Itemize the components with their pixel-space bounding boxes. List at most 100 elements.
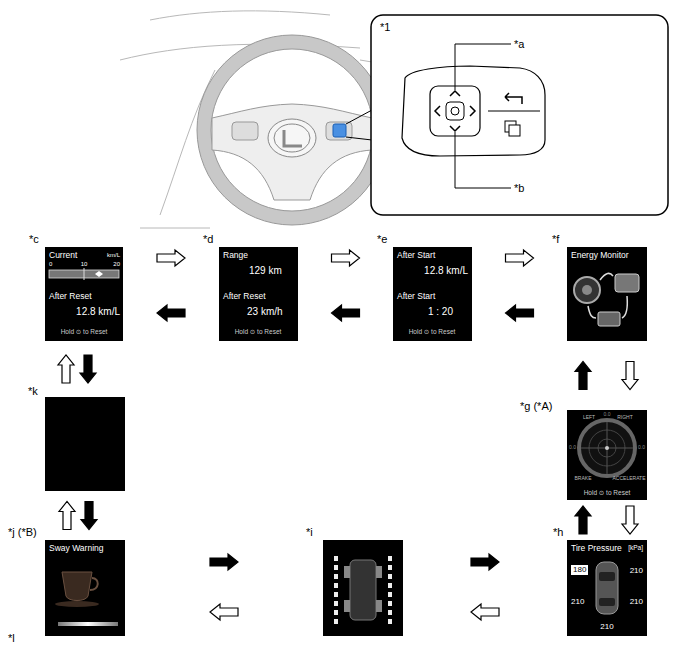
display-screen: *j (*B)Sway Warning xyxy=(45,540,125,636)
screen-text: 0.0 xyxy=(604,412,611,417)
callout-number: *k xyxy=(28,386,38,397)
light-bar xyxy=(388,583,392,588)
screen-text: 129 km xyxy=(249,266,282,276)
block-arrow xyxy=(575,506,591,534)
illustration-part xyxy=(346,137,372,140)
block-arrow xyxy=(332,305,360,321)
inset-frame xyxy=(371,15,668,215)
block-arrow xyxy=(332,250,360,266)
display-screen: *k xyxy=(45,397,125,491)
illustration-part xyxy=(588,306,596,318)
callout-number: *g (*A) xyxy=(520,401,552,412)
illustration-part xyxy=(615,274,639,292)
screen-text: Energy Monitor xyxy=(571,251,629,260)
callout-number: *f xyxy=(552,234,559,245)
screen-text: BRAKE xyxy=(575,476,592,481)
callout-number: *b xyxy=(514,183,524,194)
screen-text: 23 km/h xyxy=(247,307,283,317)
illustration-part xyxy=(376,566,382,578)
block-arrow xyxy=(575,362,591,390)
screen-text: Hold ⊙ to Reset xyxy=(235,329,282,336)
illustration-part xyxy=(232,122,258,140)
illustration-part xyxy=(58,622,118,626)
illustration-part xyxy=(393,247,472,341)
illustration-part xyxy=(55,601,99,607)
screen-ground xyxy=(45,247,647,636)
light-bar xyxy=(334,610,338,615)
illustration-part xyxy=(599,598,615,606)
illustration-part xyxy=(509,125,520,136)
illustration-part xyxy=(600,273,613,280)
illustration-part xyxy=(344,566,350,578)
screen-text: After Reset xyxy=(223,292,266,301)
illustration-part xyxy=(62,572,92,601)
illustration-part xyxy=(344,600,350,612)
g-force-gauge xyxy=(579,420,635,476)
screen-text: 210 xyxy=(630,567,643,575)
illustration-part xyxy=(505,93,522,104)
screen-text: Tire Pressure xyxy=(571,544,622,553)
screen-text: 20 xyxy=(113,261,120,267)
illustration-part xyxy=(219,247,298,341)
leader-line xyxy=(455,44,511,188)
steering-switch xyxy=(402,66,545,156)
illustration-part xyxy=(622,296,627,318)
callout-number: *a xyxy=(514,39,524,50)
screen-text: 210 xyxy=(630,598,643,606)
block-arrow xyxy=(157,305,185,321)
screen-text: 12.8 km/L xyxy=(424,266,468,276)
screen-text: 12.8 km/L xyxy=(76,307,120,317)
illustration-part xyxy=(346,110,372,124)
illustration-part xyxy=(579,420,635,476)
screen-text: 0.0 xyxy=(638,445,645,450)
illustration-part xyxy=(197,35,387,225)
screen-text: Hold ⊙ to Reset xyxy=(409,329,456,336)
illustration-part xyxy=(45,247,123,341)
display-screen: *hTire Pressure[kPa]180210210210210 xyxy=(567,540,647,636)
display-screen: *fEnergy Monitor xyxy=(567,247,647,341)
illustration-part xyxy=(402,66,545,156)
illustration-part xyxy=(211,49,373,211)
light-bar xyxy=(388,619,392,624)
screen-text: [kPa] xyxy=(628,545,643,552)
illustration-part xyxy=(451,107,459,115)
illustration-part xyxy=(598,312,620,326)
illustration-part xyxy=(430,86,480,136)
block-arrow xyxy=(210,604,238,620)
illustration-part xyxy=(599,572,615,581)
callout-number: *i xyxy=(306,527,313,538)
screen-text: Range xyxy=(223,251,248,260)
callout-number: *l xyxy=(8,633,15,644)
light-bar xyxy=(334,565,338,570)
illustration-part xyxy=(446,102,464,120)
illustration-part xyxy=(455,44,511,90)
block-arrow xyxy=(81,502,97,530)
illustration-part xyxy=(376,600,382,612)
illustration-part xyxy=(596,562,618,614)
illustration-part xyxy=(350,560,376,620)
screen-text: Hold ⊙ to Reset xyxy=(584,490,631,497)
illustration-part xyxy=(284,130,302,146)
block-arrow xyxy=(622,362,638,390)
screen-text: After Start xyxy=(397,251,435,260)
illustration-part xyxy=(450,126,460,131)
illustration-part xyxy=(435,106,440,116)
illustration-part xyxy=(470,106,475,116)
fuel-bar xyxy=(49,268,119,280)
block-arrow xyxy=(506,250,534,266)
callout-number: *e xyxy=(377,234,387,245)
callout-number: *j (*B) xyxy=(8,527,37,538)
energy-icons xyxy=(574,273,639,326)
light-bar xyxy=(388,565,392,570)
screen-text: LEFT xyxy=(583,415,595,420)
callout-number: *c xyxy=(29,234,39,245)
chassis-view xyxy=(334,556,392,624)
light-bar xyxy=(388,592,392,597)
display-screen: *g (*A)LEFTRIGHTBRAKEACCELERATE0.00.00.0… xyxy=(567,410,647,500)
light-bar xyxy=(334,601,338,606)
screen-text: 1 : 20 xyxy=(428,307,453,317)
light-bar xyxy=(334,556,338,561)
illustration-part xyxy=(150,11,330,20)
block-arrow xyxy=(622,506,638,534)
